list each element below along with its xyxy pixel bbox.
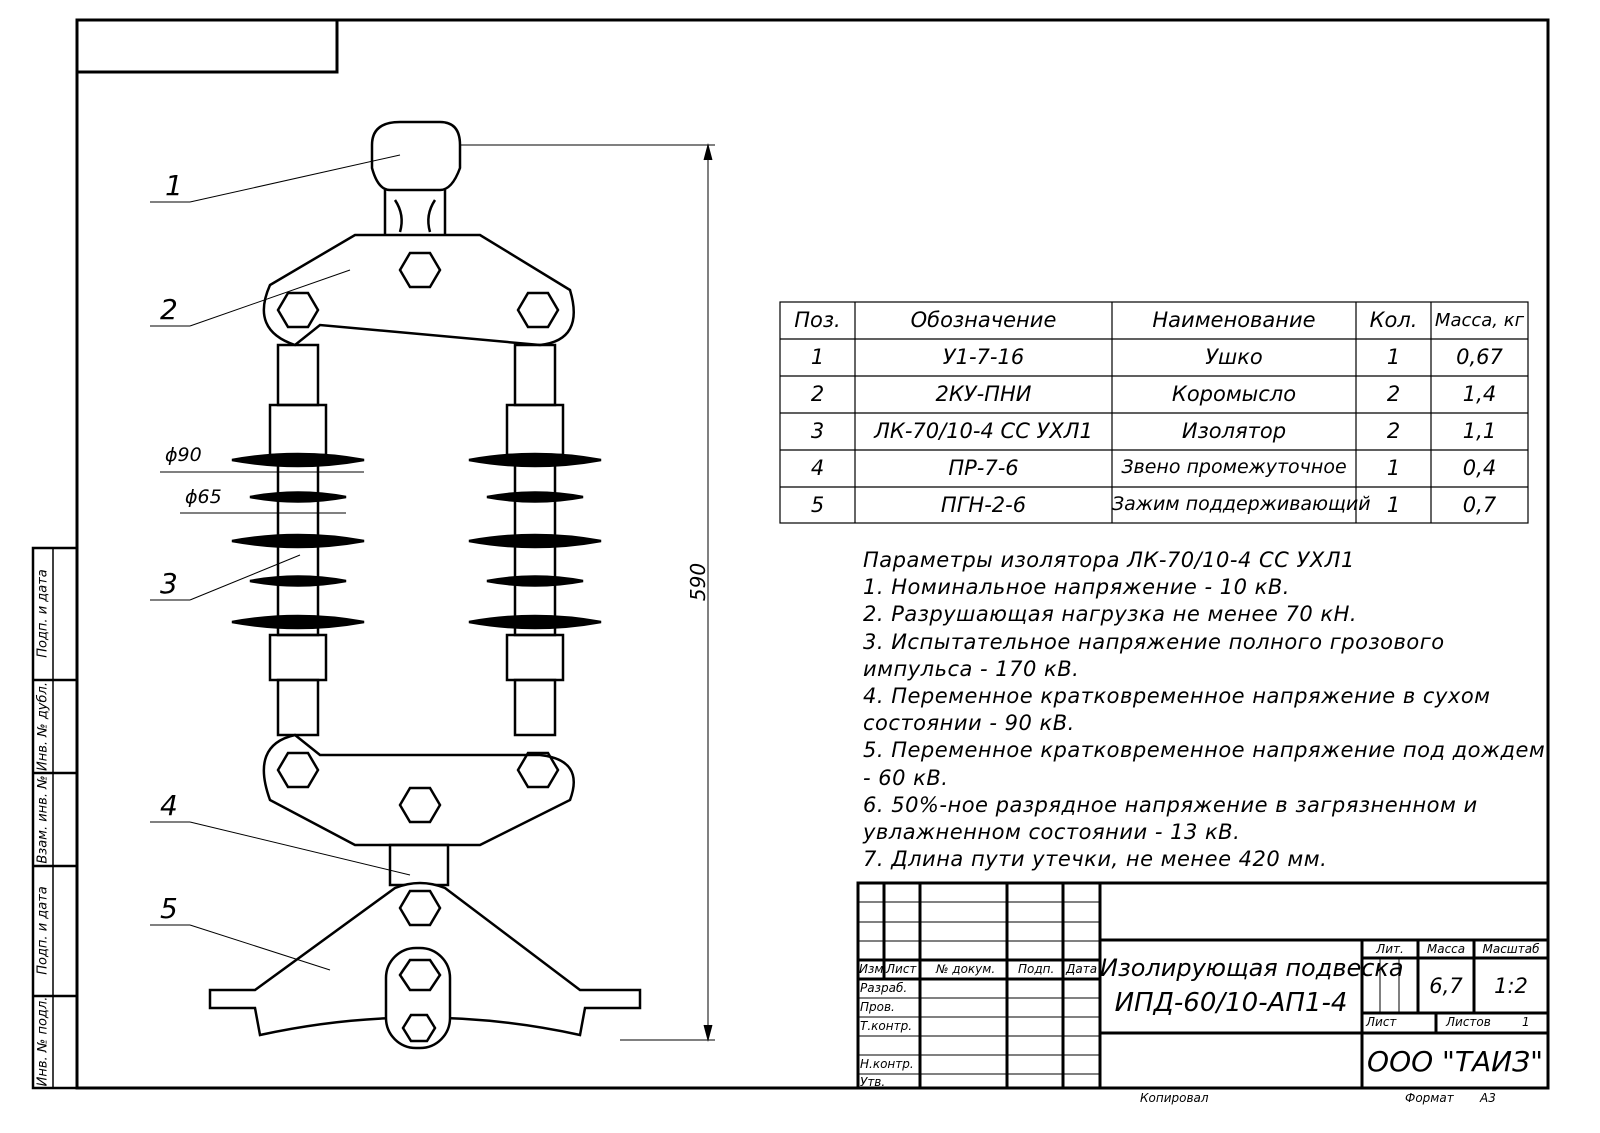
tb-sheet-label: Лист [1366,1015,1397,1029]
note-line: 1. Номинальное напряжение - 10 кВ. [863,575,1290,600]
tb-company: ООО "ТАИЗ" [1367,1045,1543,1078]
tb-role-norm-control: Н.контр. [860,1057,914,1071]
tb-lit-label: Лит. [1376,942,1404,956]
tb-header-sign: Подп. [1018,962,1055,976]
callout-4: 4 [160,789,178,822]
spec-cell: 1 [1386,493,1401,517]
bottom-yoke [262,733,575,847]
spec-cell: Зажим поддерживающий [1112,493,1371,515]
spec-cell: 1 [1386,345,1401,369]
side-strip-lines [31,546,79,1090]
spec-cell: 2КУ-ПНИ [935,382,1032,406]
header-mass: Масса, кг [1434,310,1525,331]
tb-scale-label: Масштаб [1482,942,1540,956]
side-strip-sign-date-2: Подп. и дата [35,886,51,975]
title-block-grid [856,881,1550,1090]
note-line: Параметры изолятора ЛК-70/10-4 СС УХЛ1 [863,548,1355,572]
spec-cell: 0,4 [1462,456,1497,480]
spec-cell: Ушко [1205,345,1263,369]
tb-header-doc: № докум. [936,962,996,976]
dim-overall-height: 590 [686,562,710,602]
dimension-lines [150,143,715,1042]
header-qty: Кол. [1369,308,1418,332]
spec-cell: 3 [810,419,825,443]
spec-cell: Коромысло [1171,382,1297,406]
spec-cell: У1-7-16 [942,345,1025,369]
tb-header-date: Дата [1066,962,1098,976]
footer-copied: Копировал [1140,1091,1209,1105]
eye-part [370,120,462,192]
side-strip-sign-date-1: Подп. и дата [35,569,51,658]
title-block-thin-lines [858,901,1400,1075]
insulator-left [231,343,365,737]
spec-cell: 1 [1386,456,1401,480]
insulator-right [468,343,602,737]
tb-role-developer: Разраб. [860,981,908,995]
dim-diameter-90: ϕ90 [165,444,202,466]
note-line: 7. Длина пути утечки, не менее 420 мм. [863,847,1328,872]
note-line: состоянии - 90 кВ. [863,711,1075,736]
spec-cell: Звено промежуточное [1121,456,1347,478]
footer-format-label: Формат [1405,1091,1454,1105]
spec-cell: 1,4 [1462,382,1497,406]
intermediate-link [388,843,450,887]
spec-cell: 4 [810,456,825,480]
tb-role-tech-control: Т.контр. [860,1019,913,1033]
tb-mass-value: 6,7 [1429,974,1463,998]
spec-cell: ПГН-2-6 [940,493,1027,517]
spec-cell: 1 [810,345,825,369]
note-line: 5. Переменное кратковременное напряжение… [863,738,1546,763]
note-line: 6. 50%-ное разрядное напряжение в загряз… [863,792,1478,817]
spec-cell: 2 [1386,419,1401,443]
note-line: 4. Переменное кратковременное напряжение… [863,684,1491,708]
spec-cell: Изолятор [1181,419,1287,443]
spec-cell: 2 [1386,382,1401,406]
top-left-box [75,18,339,74]
callout-5: 5 [160,892,178,925]
callout-1: 1 [165,169,183,202]
drawing-title-line1: Изолирующая подвеска [1100,954,1404,982]
header-pos: Поз. [794,308,841,332]
header-designation: Обозначение [910,308,1057,332]
dim-diameter-65: ϕ65 [185,486,222,508]
note-line: - 60 кВ. [863,765,949,790]
spec-cell: 0,7 [1462,493,1497,517]
side-strip-orig-inv: Инв. № подл. [35,996,51,1087]
insulator-assembly [208,120,642,1050]
tb-header-change: Изм. [859,962,888,976]
spec-cell: 1,1 [1462,419,1497,443]
note-line: импульса - 170 кВ. [863,656,1080,681]
tb-scale-value: 1:2 [1494,974,1528,998]
callout-3: 3 [160,567,178,600]
callout-2: 2 [160,293,178,326]
tb-role-approved: Утв. [860,1075,886,1089]
spec-cell: 0,67 [1456,345,1503,369]
note-line: 3. Испытательное напряжение полного гроз… [863,629,1445,654]
spec-cell: 5 [810,493,825,517]
spec-cell: ПР-7-6 [948,456,1019,480]
note-line: увлажненном состоянии - 13 кВ. [863,820,1241,844]
header-name: Наименование [1152,308,1316,332]
side-strip-repl-inv: Взам. инв. № [35,775,51,864]
tb-mass-label: Масса [1426,942,1466,956]
footer-format-value: А3 [1480,1091,1496,1105]
tb-sheets-label: Листов [1446,1015,1491,1029]
tb-header-sheet: Лист [886,962,917,976]
side-strip-dup-inv: Инв. № дубл. [35,682,51,771]
spec-table-grid [779,301,1529,524]
spec-cell: 2 [810,382,825,406]
note-line: 2. Разрушающая нагрузка не менее 70 кН. [863,602,1358,627]
drawing-title-line2: ИПД-60/10-АП1-4 [1114,988,1348,1018]
top-yoke [262,233,575,347]
tb-role-checked: Пров. [860,1000,895,1014]
spec-cell: ЛК-70/10-4 СС УХЛ1 [874,419,1093,443]
tb-sheets-value: 1 [1522,1015,1530,1029]
